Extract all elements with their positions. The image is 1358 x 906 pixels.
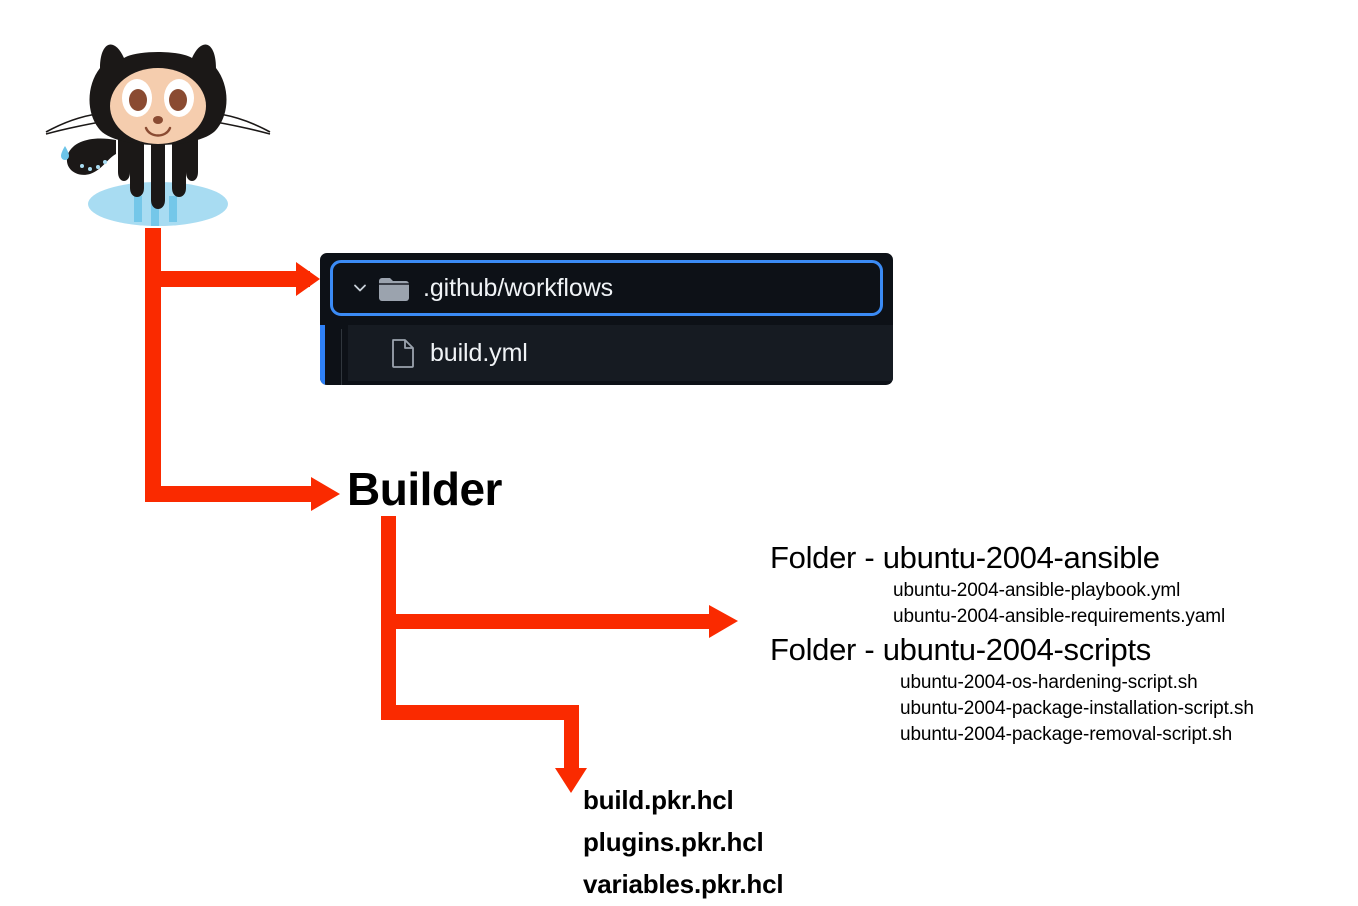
tree-row-folder-github-workflows[interactable]: .github/workflows <box>330 260 883 316</box>
folder-group-scripts: Folder - ubuntu-2004-scripts ubuntu-2004… <box>770 630 1330 748</box>
arrow-trunk-octocat <box>145 228 161 502</box>
packer-files-block: build.pkr.hcl plugins.pkr.hcl variables.… <box>583 779 784 905</box>
folder-file-list: ubuntu-2004-os-hardening-script.sh ubunt… <box>770 670 1330 748</box>
tree-row-file-build-yml[interactable]: build.yml <box>348 325 893 381</box>
arrow-builder-to-folders-line <box>381 614 716 629</box>
folder-file-item: ubuntu-2004-ansible-requirements.yaml <box>893 606 1226 627</box>
file-tree-panel: .github/workflows build.yml <box>320 253 893 385</box>
octocat-mouth <box>144 126 172 137</box>
folder-icon <box>377 273 411 303</box>
folder-file-list: ubuntu-2004-ansible-playbook.yml ubuntu-… <box>770 578 1330 630</box>
arrow-octocat-to-builder-line <box>145 486 325 502</box>
octocat-water-drop <box>61 146 69 160</box>
folder-file-item: ubuntu-2004-ansible-playbook.yml <box>893 580 1181 601</box>
tree-folder-label: .github/workflows <box>423 273 614 302</box>
folder-group-ansible: Folder - ubuntu-2004-ansible ubuntu-2004… <box>770 538 1330 630</box>
octocat-tail <box>66 138 116 175</box>
folder-heading: Folder - ubuntu-2004-scripts <box>770 632 1152 667</box>
packer-file-item: plugins.pkr.hcl <box>583 827 764 857</box>
folder-file-item: ubuntu-2004-package-removal-script.sh <box>900 724 1233 745</box>
folders-block: Folder - ubuntu-2004-ansible ubuntu-2004… <box>770 538 1330 748</box>
arrow-octocat-to-builder-head <box>311 477 340 511</box>
folder-file-item: ubuntu-2004-os-hardening-script.sh <box>900 672 1198 693</box>
arrow-builder-to-folders-head <box>709 605 738 638</box>
folder-file-item: ubuntu-2004-package-installation-script.… <box>900 698 1254 719</box>
tree-indent-guide <box>341 329 342 385</box>
packer-file-item: variables.pkr.hcl <box>583 869 784 899</box>
octocat-eyes <box>122 79 194 117</box>
arrow-octocat-to-workflows-head <box>296 262 320 296</box>
arrow-octocat-to-workflows-line <box>145 271 310 287</box>
octocat-reflection <box>134 196 177 226</box>
packer-file-item: build.pkr.hcl <box>583 785 734 815</box>
octocat-nose <box>153 116 163 124</box>
octocat-legs <box>118 132 198 209</box>
file-icon <box>390 337 416 369</box>
chevron-down-icon[interactable] <box>347 275 373 301</box>
builder-title: Builder <box>347 463 502 515</box>
arrow-builder-to-packer-head <box>555 768 587 793</box>
arrow-builder-to-packer-horiz <box>381 705 579 720</box>
tree-active-rail <box>320 325 325 385</box>
arrow-builder-to-packer-vert <box>564 705 579 773</box>
github-octocat-logo <box>45 44 271 226</box>
folder-heading: Folder - ubuntu-2004-ansible <box>770 540 1160 575</box>
octocat-tail-dots <box>80 160 107 171</box>
tree-file-label: build.yml <box>430 338 528 367</box>
